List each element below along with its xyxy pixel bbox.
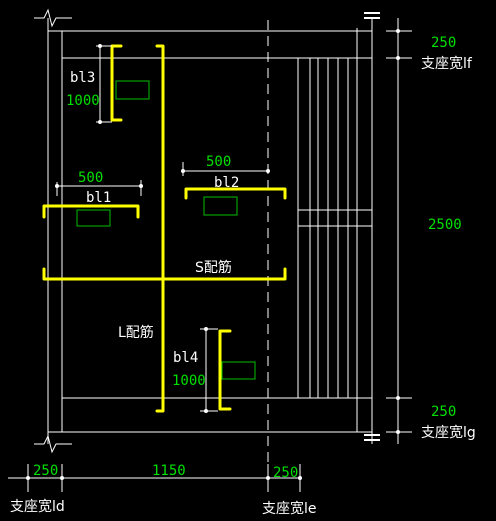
length-bl3: 1000 (66, 93, 100, 109)
dim-right-bottom-label: 支座宽lg (421, 424, 476, 441)
dim-right-top-label: 支座宽lf (421, 55, 473, 72)
dim-bottom-mid: 1150 (152, 463, 186, 479)
dim-bottom-left-label: 支座宽ld (10, 498, 65, 515)
break-mark-right-bottom (364, 434, 380, 441)
label-bl2: bl2 (214, 175, 239, 191)
label-s-rebar: S配筋 (195, 259, 232, 276)
dim-bottom-right-label: 支座宽le (262, 500, 317, 517)
break-symbol-top (34, 8, 72, 28)
label-bl4: bl4 (173, 350, 198, 366)
markers (76, 80, 256, 380)
break-mark-right-top (364, 12, 380, 19)
rebar-bl4 (218, 329, 232, 411)
dim-right-mid: 2500 (428, 217, 462, 233)
label-bl1: bl1 (86, 190, 111, 206)
dim-bottom-right: 250 (273, 465, 298, 481)
rebar-s-main (42, 267, 287, 281)
marker-bl1 (76, 209, 111, 227)
length-bl2: 500 (206, 154, 231, 170)
label-l-rebar: L配筋 (118, 324, 154, 341)
label-bl3: bl3 (70, 70, 95, 86)
dim-right-top: 250 (431, 35, 456, 51)
marker-bl4 (221, 361, 256, 380)
break-symbol-bottom (34, 434, 72, 454)
rebar-bl1 (42, 204, 140, 219)
marker-bl2 (203, 196, 238, 216)
length-bl4: 1000 (172, 373, 206, 389)
slab-outline (47, 18, 373, 470)
marker-bl3 (115, 80, 150, 100)
rebar-l-main (155, 44, 165, 413)
rebars (42, 44, 287, 413)
rebar-bl3 (110, 44, 123, 122)
right-dim-chain (386, 18, 412, 444)
rebar-dim-lines (55, 44, 270, 413)
dim-right-bottom: 250 (431, 404, 456, 420)
dim-bottom-left: 250 (33, 463, 58, 479)
length-bl1: 500 (78, 170, 103, 186)
bottom-dim-chain (8, 464, 302, 492)
rebar-bl2 (184, 187, 287, 200)
